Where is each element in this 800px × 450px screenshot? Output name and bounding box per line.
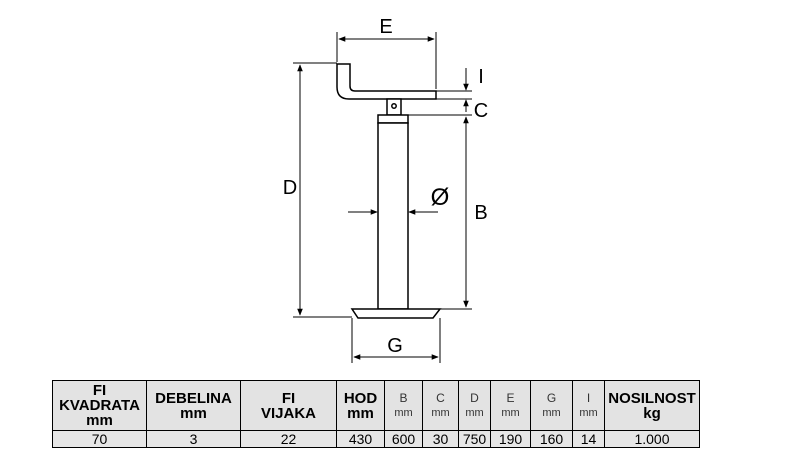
foot-plate — [350, 308, 442, 319]
cell-d: 750 — [458, 430, 491, 448]
spec-data-row: 70 3 22 430 600 30 750 190 160 14 1.000 — [52, 430, 700, 448]
top-bracket — [336, 63, 437, 100]
cell-fi-vijaka: 22 — [240, 430, 337, 448]
inner-tube — [377, 122, 409, 310]
cell-hod: 430 — [336, 430, 385, 448]
pin-hole — [391, 103, 397, 109]
support-leg-part — [336, 63, 442, 319]
label-g: G — [387, 335, 403, 357]
label-diameter: Ø — [431, 184, 450, 211]
outer-tube — [377, 114, 409, 124]
cell-fi-kvadrata: 70 — [52, 430, 147, 448]
label-d: D — [283, 177, 297, 199]
cell-b: 600 — [384, 430, 423, 448]
cell-debelina: 3 — [146, 430, 241, 448]
cell-e: 190 — [490, 430, 531, 448]
label-i: I — [478, 66, 484, 88]
technical-drawing: E I C D Ø B G — [283, 16, 488, 363]
label-b: B — [474, 202, 487, 224]
cell-g: 160 — [530, 430, 573, 448]
cell-c: 30 — [422, 430, 459, 448]
cell-nosilnost: 1.000 — [604, 430, 700, 448]
cell-i: 14 — [572, 430, 605, 448]
label-e: E — [379, 16, 392, 38]
label-c: C — [474, 100, 488, 122]
